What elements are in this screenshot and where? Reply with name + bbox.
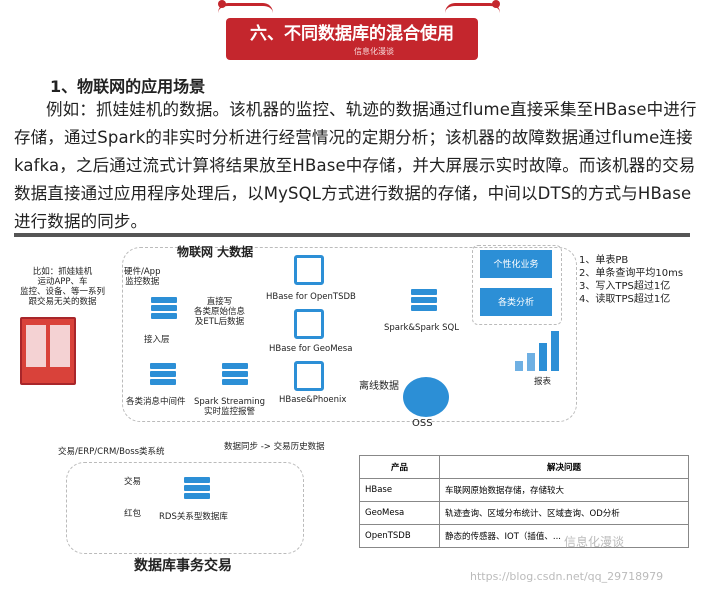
erp-label: 交易/ERP/CRM/Boss类系统 (58, 447, 165, 457)
source-note: 比如：抓娃娃机 运动APP、车 监控、设备、等一系列 跟交易无关的数据 (20, 267, 106, 307)
section-title: 六、不同数据库的混合使用 (250, 24, 454, 44)
table-cell: OpenTSDB (359, 524, 440, 548)
product-table: 产品 解决问题 HBase 车联网原始数据存储，存储较大 GeoMesa 轨迹查… (359, 455, 689, 548)
oss-cloud-icon (403, 377, 449, 417)
diagram-title: 物联网 大数据 (177, 245, 254, 259)
direct-write-label: 直接写 各类原始信息 及ETL后数据 (194, 297, 246, 327)
paragraph-text: 例如：抓娃娃机的数据。该机器的监控、轨迹的数据通过flume直接采集至HBase… (14, 100, 697, 231)
table-header: 产品 (359, 455, 440, 479)
banner-ornament-right (445, 3, 500, 17)
red-packet-label: 红包 (124, 509, 142, 519)
hbase-icon (294, 361, 324, 391)
banner-decoration: 六、不同数据库的混合使用 信息化漫谈 (0, 0, 718, 62)
table-row: GeoMesa 轨迹查询、区域分布统计、区域查询、OD分析 (359, 501, 689, 525)
table-row: HBase 车联网原始数据存储，存储较大 (359, 478, 689, 502)
csdn-watermark: https://blog.csdn.net/qq_29718979 (470, 570, 664, 583)
stat-item: 1、单表PB (579, 255, 629, 266)
analysis-box: 各类分析 (480, 288, 552, 316)
iot-bigdata-zone (122, 247, 577, 422)
server-icon (411, 289, 437, 313)
hbase-phoenix-label: HBase&Phoenix (279, 395, 347, 405)
hbase-geo-label: HBase for GeoMesa (269, 344, 353, 354)
stream-label: Spark Streaming 实时监控报警 (194, 397, 266, 417)
stat-item: 2、单条查询平均10ms (579, 268, 684, 279)
section-banner: 六、不同数据库的混合使用 信息化漫谈 (226, 18, 478, 60)
table-cell: GeoMesa (359, 501, 440, 525)
fish-ornament-icon (218, 0, 226, 8)
offline-label: 离线数据 (359, 381, 399, 392)
spark-sql-label: Spark&Spark SQL (384, 323, 459, 333)
report-label: 报表 (534, 377, 552, 387)
business-zone (472, 245, 562, 325)
table-header-row: 产品 解决问题 (359, 455, 689, 479)
personal-business-box: 个性化业务 (480, 250, 552, 278)
transaction-zone (66, 462, 304, 554)
mq-label: 各类消息中间件 (126, 397, 186, 407)
queue-icon (150, 363, 176, 387)
fish-ornament-icon (492, 0, 500, 8)
table-cell: 车联网原始数据存储，存储较大 (439, 478, 689, 502)
architecture-diagram: 物联网 大数据 比如：抓娃娃机 运动APP、车 监控、设备、等一系列 跟交易无关… (14, 233, 690, 574)
table-cell: 轨迹查询、区域分布统计、区域查询、OD分析 (439, 501, 689, 525)
table-cell: 静态的传感器、IOT（插值、... (439, 524, 689, 548)
hbase-icon (294, 255, 324, 285)
transaction-title: 数据库事务交易 (134, 558, 232, 574)
table-row: OpenTSDB 静态的传感器、IOT（插值、... (359, 524, 689, 548)
subsection-heading: 1、物联网的应用场景 (50, 77, 206, 96)
sync-label: 数据同步 -> 交易历史数据 (224, 442, 325, 452)
access-label: 接入层 (144, 335, 170, 345)
wechat-watermark: 信息化漫谈 (564, 535, 625, 549)
stats-list: 1、单表PB 2、单条查询平均10ms 3、写入TPS超过1亿 4、读取TPS超… (579, 254, 683, 306)
body-paragraph: 例如：抓娃娃机的数据。该机器的监控、轨迹的数据通过flume直接采集至HBase… (14, 96, 704, 236)
banner-ornament-left (218, 3, 273, 17)
vending-machine-image (20, 317, 76, 385)
stat-item: 4、读取TPS超过1亿 (579, 294, 671, 305)
stat-item: 3、写入TPS超过1亿 (579, 281, 671, 292)
table-cell: HBase (359, 478, 440, 502)
oss-label: OSS (412, 418, 433, 429)
server-icon (222, 363, 248, 387)
server-icon (151, 297, 177, 321)
banner-subtitle: 信息化漫谈 (354, 47, 394, 56)
trade-label: 交易 (124, 477, 142, 487)
hw-label: 硬件/App 监控数据 (124, 267, 161, 287)
database-icon (184, 477, 210, 501)
rds-label: RDS关系型数据库 (159, 512, 228, 522)
hbase-tsdb-label: HBase for OpenTSDB (266, 292, 356, 302)
table-header: 解决问题 (439, 455, 689, 479)
report-chart-icon (511, 329, 571, 371)
hbase-icon (294, 309, 324, 339)
